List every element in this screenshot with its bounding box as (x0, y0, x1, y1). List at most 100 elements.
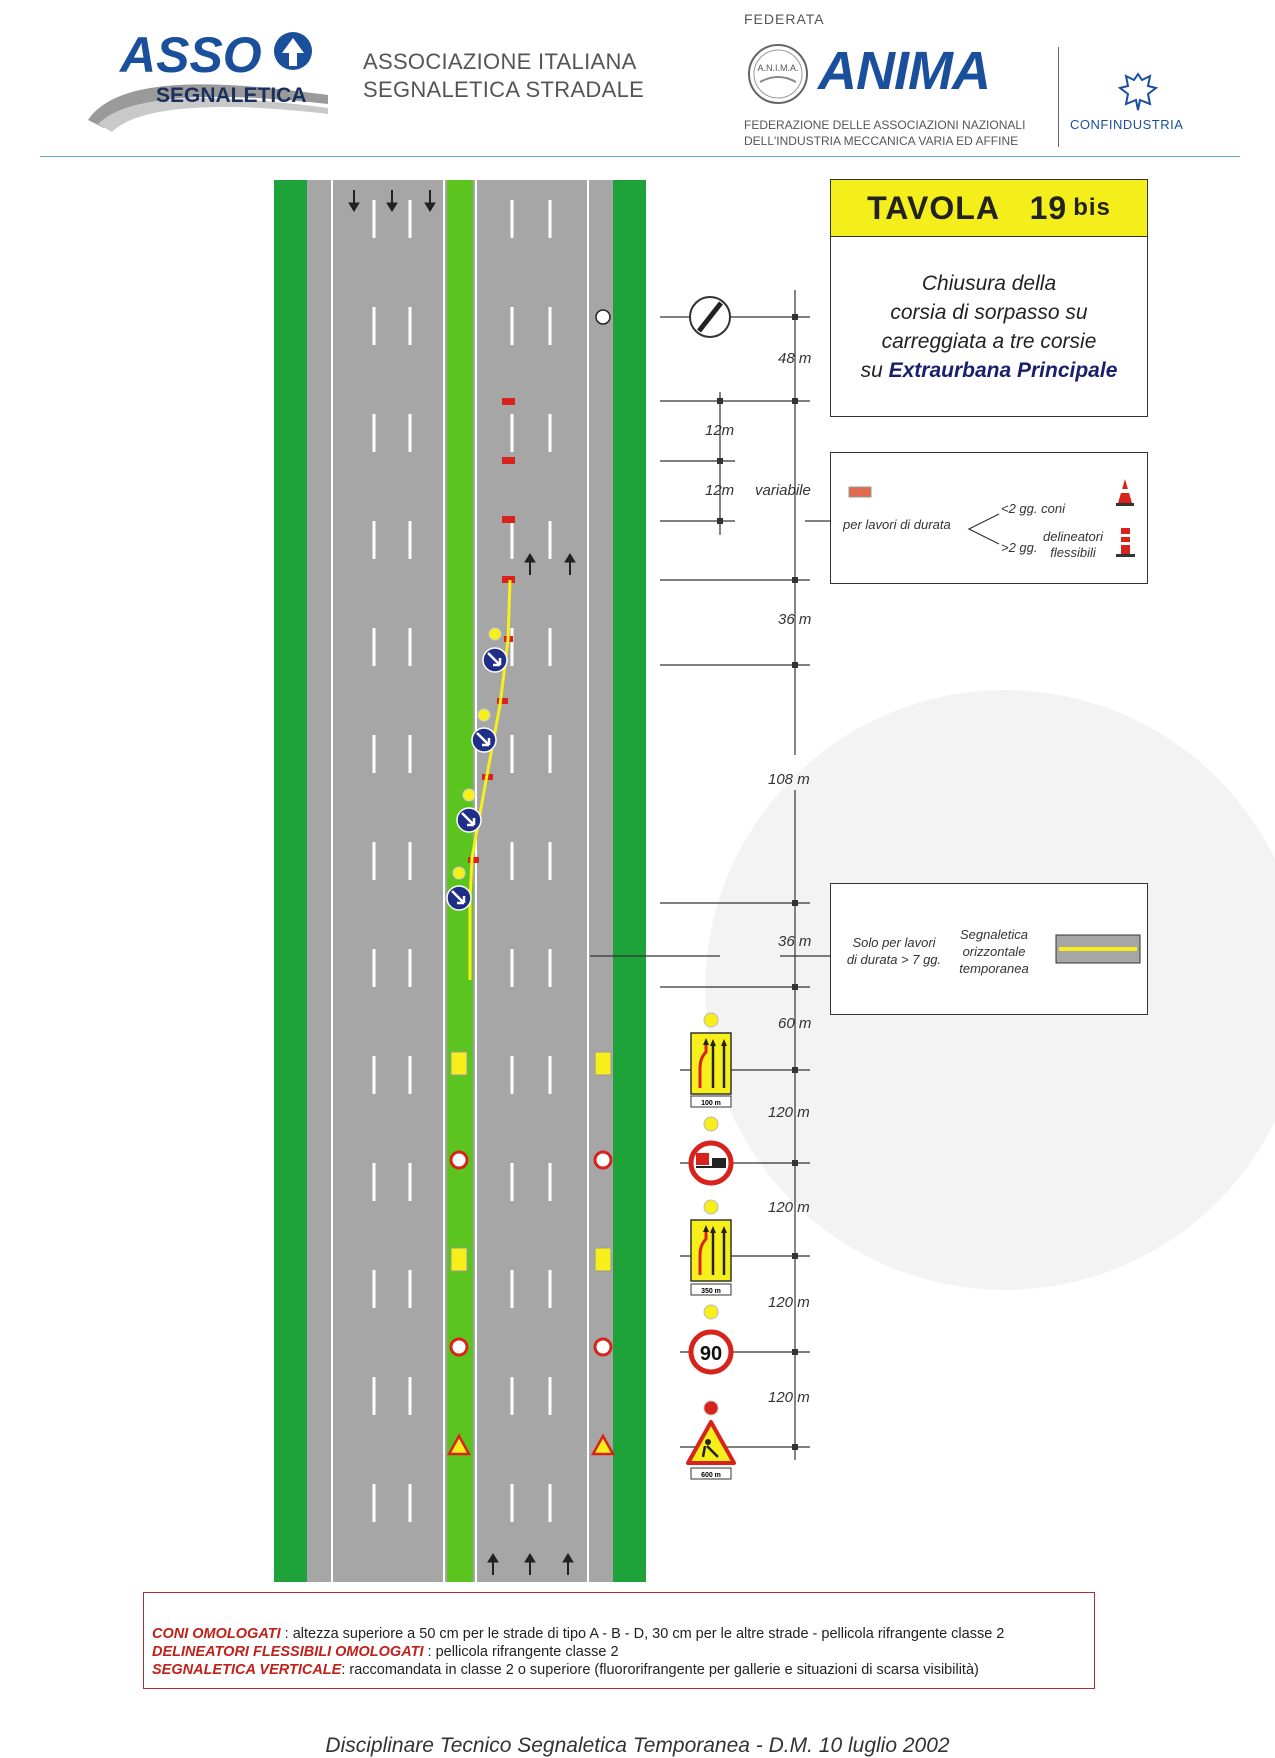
legend-long-term-line-1: delineatori (1043, 529, 1103, 544)
arrow-down-icon (424, 190, 436, 212)
anima-badge-text: A.N.I.M.A. (757, 63, 798, 73)
distance-label: 120 m (768, 1389, 810, 1406)
right-verge (613, 180, 646, 1582)
direction-arrows-up-bottom (487, 1553, 574, 1575)
note-text: : pellicola rifrangente classe 2 (423, 1644, 619, 1660)
speed-limit-sign: 90 (688, 1304, 734, 1375)
lane-closure-100m-sign: 100 m (690, 1012, 732, 1108)
keep-right-sign-icon (446, 866, 472, 911)
legend-duration-text: per lavori di durata (843, 517, 951, 532)
asso-logo: ASSO SEGNALETICA (88, 27, 328, 132)
yellow-panel-marker (450, 1247, 468, 1272)
federata-label: FEDERATA (744, 11, 825, 27)
distance-label: variabile (755, 482, 811, 499)
title-line-1: Chiusura della (921, 271, 1057, 295)
central-median (447, 180, 473, 1582)
lane-dash-lines (372, 200, 552, 1582)
delineator-marker (497, 698, 508, 704)
yellow-panel-marker (594, 1051, 612, 1076)
measurement-ticks (717, 314, 798, 1450)
note-row: DELINEATORI FLESSIBILI OMOLOGATI : pelli… (152, 1643, 1094, 1661)
legend-condition: Solo per lavori di durata > 7 gg. (839, 934, 949, 968)
arrow-down-icon (348, 190, 360, 212)
tavola-number: 19 (1029, 189, 1068, 226)
arrow-up-icon (487, 1553, 499, 1575)
legend-bracket (967, 513, 1000, 545)
legend-condition-line-1: Solo per lavori (852, 935, 936, 950)
legend-marking-label: Segnaletica orizzontale temporanea (949, 926, 1039, 977)
distance-label: 12m (705, 482, 735, 499)
note-text: : raccomandata in classe 2 o superiore (… (341, 1662, 979, 1678)
legend-temporary-marking: Solo per lavori di durata > 7 gg. Segnal… (830, 883, 1148, 1015)
association-line-1: ASSOCIAZIONE ITALIANA (363, 49, 637, 74)
note-row: SEGNALETICA VERTICALE: raccomandata in c… (152, 1661, 1094, 1679)
distance-label: 60 m (778, 1015, 812, 1032)
sign-plate-600m: 600 m (701, 1472, 721, 1479)
confindustria-label: CONFINDUSTRIA (1070, 117, 1184, 132)
distance-label: 120 m (768, 1199, 810, 1216)
association-name: ASSOCIAZIONE ITALIANA SEGNALETICA STRADA… (363, 48, 663, 104)
note-term: SEGNALETICA VERTICALE (152, 1662, 342, 1678)
speed-limit-value: 90 (700, 1343, 722, 1365)
yellow-panel-marker (594, 1247, 612, 1272)
lane-closure-350m-sign: 350 m (690, 1199, 732, 1296)
roadside-sign-markers (446, 1051, 616, 1456)
distance-label: 12m (705, 422, 735, 439)
roadworks-warning-sign: 600 m (686, 1400, 736, 1480)
arrow-up-icon (564, 553, 576, 575)
distance-label: 36 m (778, 933, 812, 950)
prohibition-marker (593, 1150, 613, 1170)
association-line-2: SEGNALETICA STRADALE (363, 77, 645, 102)
anima-logo: ANIMA (818, 41, 991, 101)
carriageway-right (473, 180, 613, 1582)
anima-desc-line-1: FEDERAZIONE DELLE ASSOCIAZIONI NAZIONALI (744, 118, 1026, 132)
warning-marker (590, 1433, 616, 1456)
legend-marking-line-2: orizzontale (962, 944, 1026, 959)
legend-long-term: delineatori flessibili (1043, 529, 1103, 561)
delineator-marker (502, 398, 515, 405)
confindustria-eagle-icon (1117, 72, 1159, 111)
legend-long-term-line-2: flessibili (1050, 545, 1096, 560)
diagram-title: Chiusura della corsia di sorpasso su car… (830, 236, 1148, 417)
legend-marking-line-1: Segnaletica (960, 927, 1028, 942)
note-row: CONI OMOLOGATI : altezza superiore a 50 … (152, 1625, 1094, 1643)
note-text: : altezza superiore a 50 cm per le strad… (280, 1626, 1005, 1642)
keep-right-sign-icon (456, 788, 482, 833)
prohibition-marker (593, 1337, 613, 1357)
yellow-panel-marker (450, 1051, 468, 1076)
arrow-down-icon (386, 190, 398, 212)
asso-logo-word: ASSO (118, 27, 262, 83)
end-of-restriction-sign-icon (689, 296, 731, 338)
distance-label: 36 m (778, 611, 812, 628)
arrow-up-icon (524, 553, 536, 575)
header-rule (40, 156, 1240, 157)
keep-right-sign-icon (482, 627, 508, 673)
tavola-label: TAVOLA (867, 189, 1000, 226)
delineator-marker (502, 576, 515, 583)
distance-label: 48 m (778, 350, 812, 367)
notes-box: CONI OMOLOGATI : altezza superiore a 50 … (143, 1592, 1095, 1689)
sign-plate-100m: 100 m (701, 1100, 721, 1107)
delineator-marker (502, 457, 515, 464)
edge-lines (331, 180, 589, 1582)
prohibition-marker (449, 1337, 469, 1357)
distance-label: 120 m (768, 1294, 810, 1311)
note-term: DELINEATORI FLESSIBILI OMOLOGATI (152, 1644, 424, 1660)
legend-marking-line-3: temporanea (959, 961, 1029, 976)
prohibition-marker (449, 1150, 469, 1170)
arrow-up-icon (562, 1553, 574, 1575)
distance-label: 108 m (768, 771, 810, 788)
anima-badge-icon: A.N.I.M.A. (748, 44, 808, 104)
direction-arrows-up-mid (524, 553, 576, 575)
keep-right-sign-icon (471, 708, 497, 753)
tavola-suffix: bis (1073, 194, 1111, 221)
legend-condition-line-2: di durata > 7 gg. (846, 952, 942, 967)
warning-marker (446, 1433, 472, 1456)
cone-icon (1116, 479, 1134, 506)
direction-arrows-down (348, 190, 436, 212)
delineator-marker (468, 857, 479, 863)
title-line-3: carreggiata a tre corsie (881, 329, 1097, 353)
carriageway-left (307, 180, 447, 1582)
header-divider (1058, 47, 1059, 147)
